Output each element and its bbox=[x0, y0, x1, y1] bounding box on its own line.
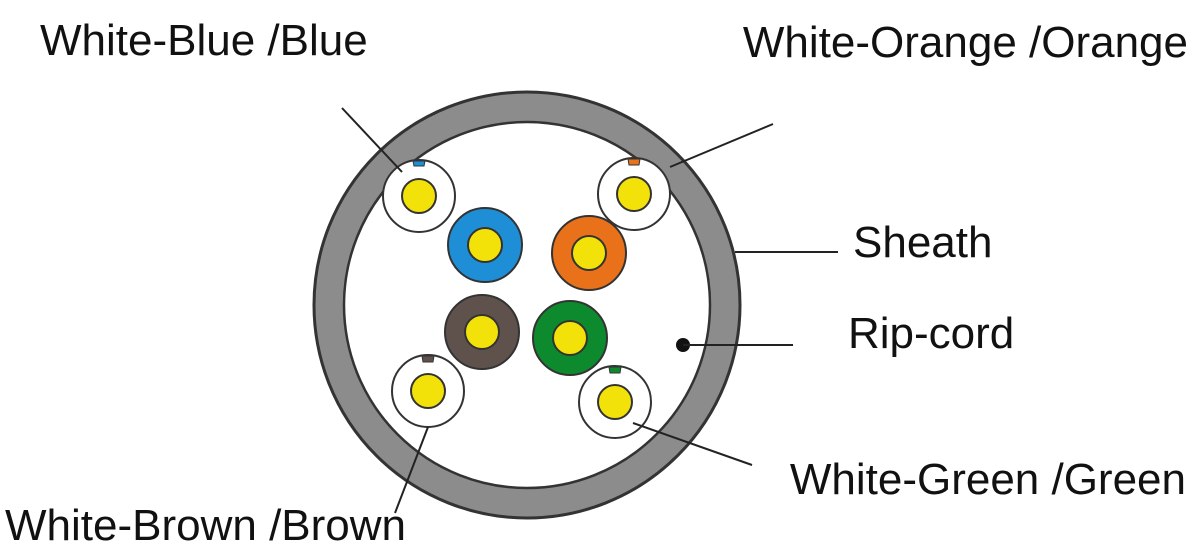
wire-white-orange bbox=[597, 157, 671, 231]
leader-white-blue bbox=[341, 107, 403, 173]
leader-white-orange bbox=[669, 123, 774, 168]
wire-brown bbox=[444, 294, 520, 370]
wire-white-brown bbox=[391, 354, 465, 428]
label-sheath: Sheath bbox=[853, 218, 992, 267]
wire-white-blue bbox=[382, 159, 456, 233]
wire-orange bbox=[551, 215, 627, 291]
wire-white-green bbox=[578, 365, 652, 439]
wire-blue bbox=[447, 207, 523, 283]
label-white-blue: White-Blue /Blue bbox=[40, 16, 368, 65]
leader-white-brown bbox=[394, 426, 429, 514]
wire-green bbox=[532, 300, 608, 376]
label-rip-cord: Rip-cord bbox=[848, 309, 1014, 358]
label-white-orange: White-Orange /Orange bbox=[743, 18, 1188, 67]
label-white-green: White-Green /Green bbox=[790, 455, 1186, 504]
label-white-brown: White-Brown /Brown bbox=[5, 501, 406, 550]
leader-white-green bbox=[632, 422, 753, 466]
